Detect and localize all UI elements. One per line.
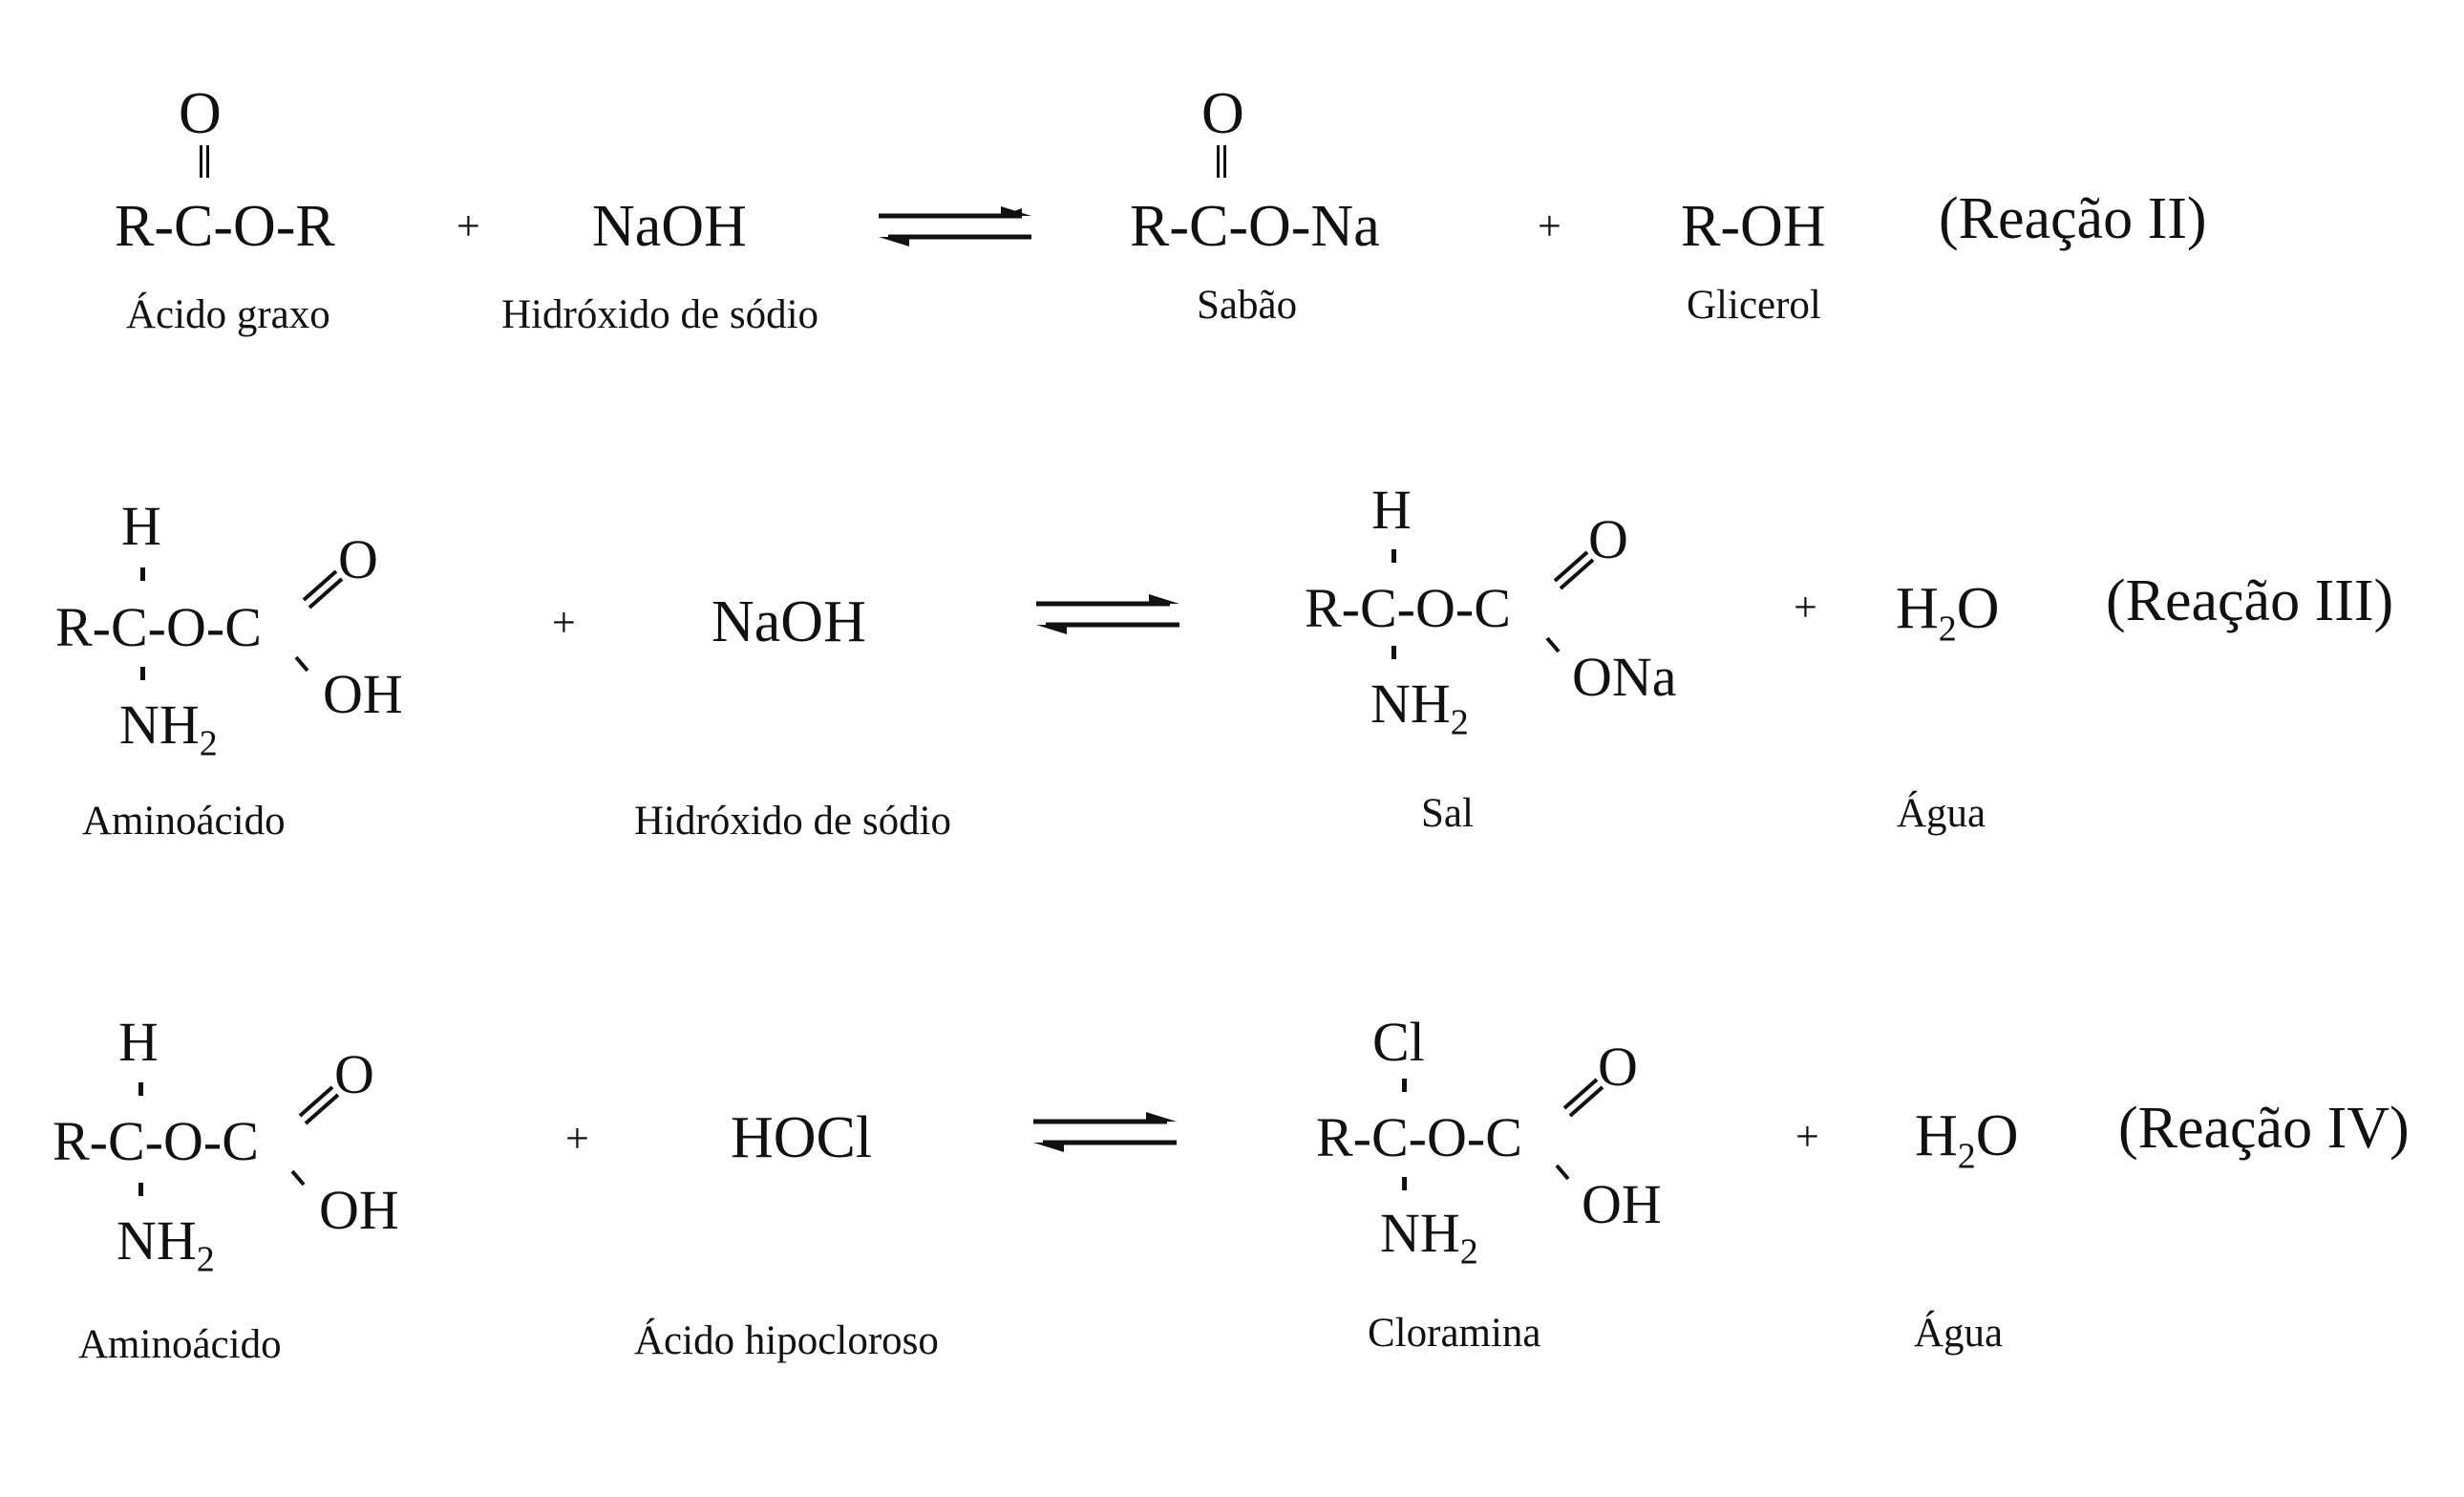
product1-name: Sal [1421, 791, 1474, 836]
product1-formula: R-C-O-Na [1130, 194, 1380, 259]
reactant2-name: Ácido hipocloroso [634, 1318, 939, 1363]
product2-name: Água [1897, 791, 1986, 836]
amino-group: NH2 [117, 1209, 215, 1280]
reaction-label: (Reação II) [1939, 186, 2207, 251]
carbonyl-oxygen: O [1588, 508, 1628, 570]
carbonyl-double-bond [1553, 550, 1589, 583]
equilibrium-arrow [1033, 1112, 1177, 1152]
reactant2-formula: NaOH [712, 589, 866, 654]
single-bond [138, 1183, 143, 1196]
hydroxyl-single-bond [290, 1169, 306, 1187]
carbonyl-double-bond [304, 1093, 340, 1125]
reactant1-formula: R-C-O-R [115, 194, 335, 259]
carbonyl-double-bond [1562, 1078, 1599, 1110]
carbonyl-oxygen: O [338, 528, 378, 590]
top-atom: Cl [1372, 1011, 1425, 1073]
plus-sign: + [552, 599, 576, 646]
top-atom: H [1371, 479, 1412, 541]
plus-sign: + [1794, 584, 1817, 631]
reaction-label: (Reação III) [2106, 568, 2394, 633]
hydroxyl-single-bond [294, 655, 309, 673]
single-bond [140, 667, 145, 680]
carbonyl-oxygen: O [334, 1043, 374, 1105]
plus-sign: + [1795, 1113, 1819, 1160]
backbone-chain: R-C-O-C [53, 1110, 259, 1172]
reactant2-name: Hidróxido de sódio [634, 799, 952, 844]
carbonyl-oxygen: O [1201, 81, 1244, 146]
reactant2-formula: HOCl [731, 1105, 873, 1170]
backbone-chain: R-C-O-C [1316, 1106, 1522, 1168]
single-bond [138, 1082, 143, 1096]
reactant1-name: Aminoácido [82, 799, 286, 844]
reactant2-formula: NaOH [592, 194, 747, 259]
amino-group: NH2 [1380, 1202, 1478, 1272]
salt-group: ONa [1572, 646, 1677, 708]
carbonyl-double-bond [298, 1085, 334, 1118]
product2-formula: R-OH [1681, 194, 1826, 259]
top-atom: H [118, 1011, 159, 1073]
product2-name: Água [1914, 1311, 2004, 1356]
plus-sign: + [457, 203, 480, 249]
product2-name: Glicerol [1687, 283, 1821, 328]
backbone-chain: R-C-O-C [1305, 577, 1511, 639]
hydroxyl-group: OH [1582, 1173, 1662, 1235]
carbonyl-double-bond [302, 569, 338, 602]
hydroxyl-single-bond [1555, 1164, 1570, 1181]
backbone-chain: R-C-O-C [55, 596, 262, 658]
equilibrium-arrow [879, 206, 1031, 246]
plus-sign: + [565, 1115, 589, 1162]
plus-sign: + [1538, 203, 1561, 249]
carbonyl-oxygen: O [179, 81, 222, 146]
single-bond [1391, 646, 1396, 659]
product1-name: Sabão [1197, 283, 1298, 328]
reaction-label: (Reação IV) [2118, 1096, 2410, 1161]
reactant1-name: Ácido graxo [126, 292, 330, 337]
reactant1-name: Aminoácido [78, 1322, 282, 1367]
carbonyl-double-bond [308, 577, 344, 609]
salt-single-bond [1545, 636, 1561, 653]
single-bond [1402, 1079, 1407, 1092]
double-bond [200, 145, 209, 178]
product2-formula: H2O [1915, 1103, 2019, 1177]
single-bond [1391, 549, 1396, 563]
equilibrium-arrow [1036, 594, 1179, 634]
amino-group: NH2 [1370, 673, 1469, 743]
hydroxyl-group: OH [319, 1179, 399, 1241]
top-atom: H [121, 495, 161, 557]
reactant2-name: Hidróxido de sódio [501, 292, 819, 337]
carbonyl-oxygen: O [1598, 1036, 1638, 1098]
product2-formula: H2O [1896, 576, 2000, 650]
amino-group: NH2 [119, 694, 218, 764]
single-bond [1402, 1177, 1407, 1190]
double-bond [1217, 145, 1226, 178]
single-bond [140, 567, 145, 581]
hydroxyl-group: OH [323, 663, 403, 725]
product1-name: Cloramina [1368, 1311, 1541, 1356]
